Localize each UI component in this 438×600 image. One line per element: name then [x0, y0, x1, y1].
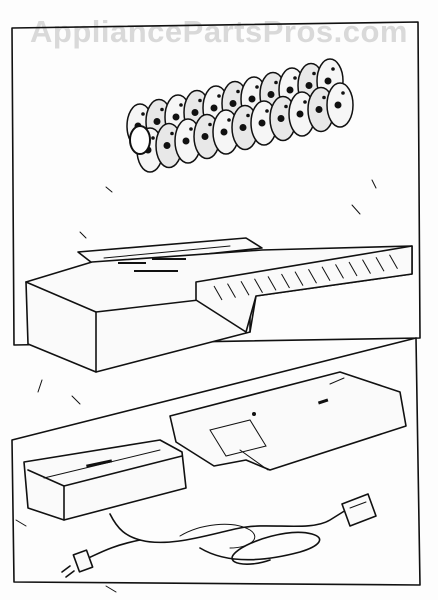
upper-panel-frame [11, 21, 421, 346]
cam-notch [312, 71, 316, 76]
cam-hole [182, 137, 190, 145]
tray-divider [240, 280, 250, 296]
cam-notch [160, 107, 164, 112]
tray-divider [321, 266, 331, 282]
tray-divider [213, 285, 223, 301]
cam-hole [172, 113, 180, 121]
cam-hole [277, 115, 285, 122]
cam-notch [265, 109, 269, 113]
tray-divider [335, 264, 344, 279]
tray-divider [389, 254, 398, 270]
cam-notch [151, 136, 155, 140]
cam-notch [293, 76, 297, 80]
callout-lines-bottom [15, 379, 117, 593]
cam-notch [284, 104, 288, 109]
cam-notch [179, 103, 183, 107]
tray-divider [362, 259, 371, 274]
cam-notch [303, 100, 307, 104]
tray-divider [254, 278, 263, 294]
cam-notch [255, 85, 259, 89]
cam-notch [246, 113, 250, 118]
cam-notch [322, 95, 326, 100]
lower-panel-frame [11, 337, 421, 586]
cam-hole [248, 95, 256, 103]
cam-notch [141, 112, 145, 116]
callout-lines-top [79, 179, 377, 239]
cam-hole [239, 124, 247, 131]
foot-control [23, 439, 187, 521]
cam-notch [189, 127, 193, 131]
cam-hole [258, 119, 266, 127]
cam-stack [126, 58, 354, 173]
cam-hole [305, 82, 313, 89]
tray-divider [267, 276, 277, 291]
cam-notch [236, 89, 240, 94]
cam-notch [274, 80, 278, 85]
cam-notch [208, 122, 212, 127]
cam-notch [227, 118, 231, 122]
cam-hole [229, 100, 237, 107]
cam-notch [170, 131, 174, 136]
two-prong-plug-icon [61, 549, 94, 578]
cam-notch [331, 67, 335, 71]
cam-hole [296, 110, 304, 118]
tray-divider [308, 268, 317, 284]
cam-hole [220, 128, 228, 136]
cam-notch [198, 98, 202, 103]
cover-bag [169, 371, 407, 471]
cam-hole [201, 133, 209, 140]
power-cord [61, 493, 377, 578]
lid-labels [118, 258, 186, 272]
cam-notch [341, 91, 345, 95]
cam-hole [163, 142, 171, 149]
cam-hole [191, 109, 199, 116]
tray-divider [348, 261, 358, 277]
cam-notch [217, 94, 221, 98]
cam-hole [210, 104, 218, 112]
tray-divider [227, 283, 236, 298]
cam-hole [153, 118, 161, 125]
cam-hole [267, 91, 275, 98]
cam-hole [286, 86, 294, 94]
tray-divider [294, 271, 304, 286]
cam-shaft-end [129, 125, 151, 155]
tray-divider [281, 273, 290, 289]
connector-plug-icon [341, 493, 377, 527]
tray-divider [375, 256, 385, 272]
tray-dividers [213, 254, 398, 301]
cam-hole [324, 77, 332, 85]
cam-hole [315, 106, 323, 113]
storage-box [25, 237, 413, 373]
cam-hole [334, 101, 342, 109]
